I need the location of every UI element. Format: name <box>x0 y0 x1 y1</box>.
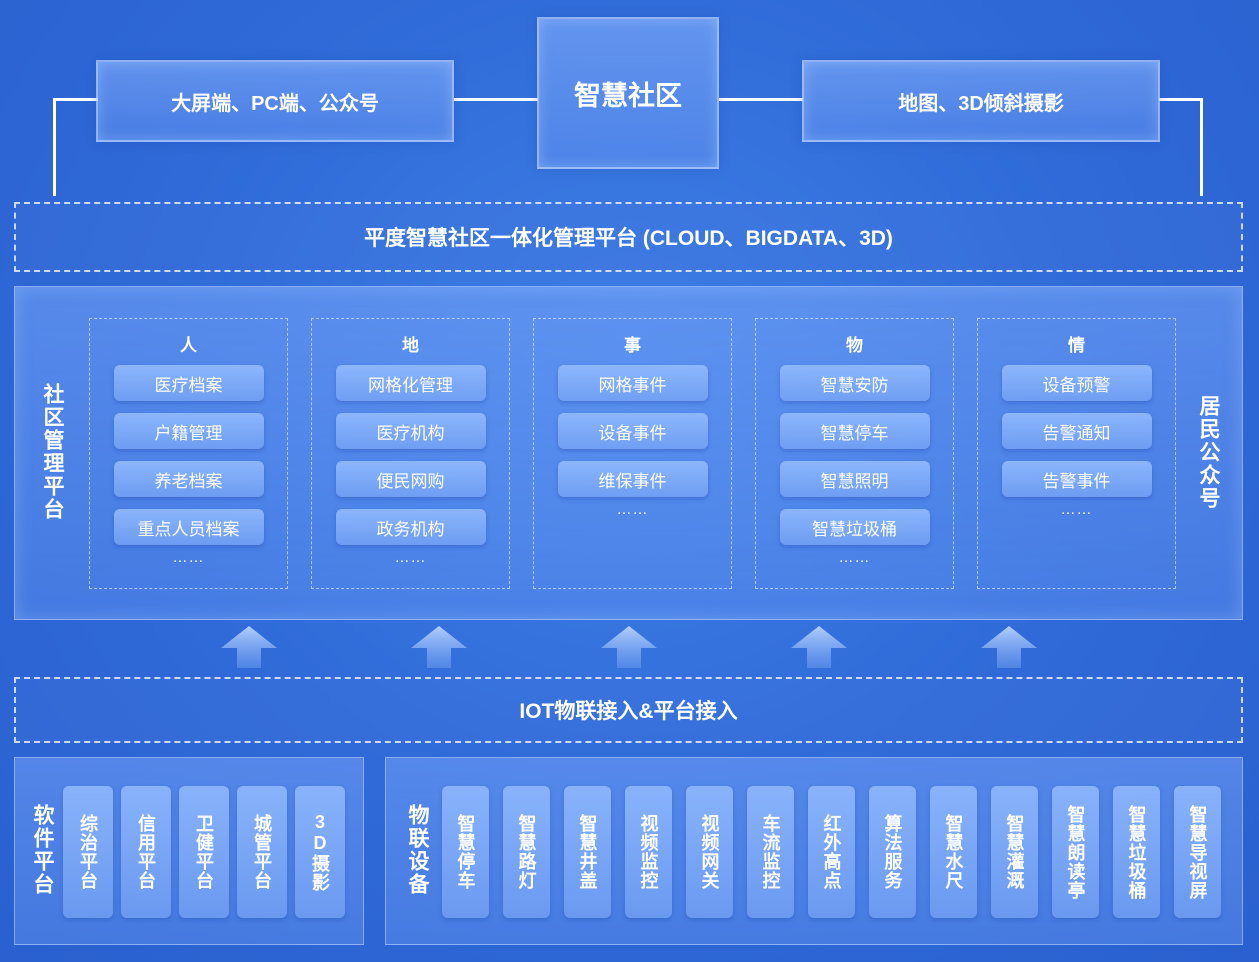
column-place: 地 网格化管理 医疗机构 便民网购 政务机构 …… <box>311 318 510 589</box>
connector-right-vertical <box>1200 98 1203 196</box>
connector-left-vertical <box>53 98 56 196</box>
list-item[interactable]: 医疗档案 <box>113 365 264 401</box>
column-title: 情 <box>1068 336 1085 355</box>
map-3d-box: 地图、3D倾斜摄影 <box>802 60 1160 142</box>
up-arrow-icon <box>411 626 467 668</box>
list-item[interactable]: 智慧照明 <box>779 461 930 497</box>
list-item[interactable]: 重点人员档案 <box>113 509 264 545</box>
list-item[interactable]: 户籍管理 <box>113 413 264 449</box>
software-platform-panel: 软件平台 综治平台 信用平台 卫健平台 城管平台 3D摄影 <box>14 757 364 945</box>
more-ellipsis: …… <box>838 549 871 566</box>
device-tile[interactable]: 视频监控 <box>625 786 672 918</box>
device-tile[interactable]: 智慧路灯 <box>503 786 550 918</box>
device-tile[interactable]: 智慧导视屏 <box>1174 786 1221 918</box>
smart-community-title: 智慧社区 <box>574 80 682 111</box>
device-tile[interactable]: 红外高点 <box>808 786 855 918</box>
map-3d-label: 地图、3D倾斜摄影 <box>898 92 1064 115</box>
device-tile[interactable]: 车流监控 <box>747 786 794 918</box>
connector-center-right <box>719 98 803 101</box>
list-item[interactable]: 维保事件 <box>557 461 708 497</box>
list-item[interactable]: 网格事件 <box>557 365 708 401</box>
platform-band-label: 平度智慧社区一体化管理平台 (CLOUD、BIGDATA、3D) <box>364 227 893 250</box>
platform-tile[interactable]: 城管平台 <box>237 786 287 918</box>
list-item[interactable]: 设备预警 <box>1001 365 1152 401</box>
list-item[interactable]: 智慧停车 <box>779 413 930 449</box>
column-things: 物 智慧安防 智慧停车 智慧照明 智慧垃圾桶 …… <box>755 318 954 589</box>
up-arrow-icon <box>221 626 277 668</box>
device-tile[interactable]: 智慧灌溉 <box>991 786 1038 918</box>
platform-tile[interactable]: 综治平台 <box>63 786 113 918</box>
platform-tile[interactable]: 信用平台 <box>121 786 171 918</box>
column-events: 事 网格事件 设备事件 维保事件 …… <box>533 318 732 589</box>
column-people: 人 医疗档案 户籍管理 养老档案 重点人员档案 …… <box>89 318 288 589</box>
connector-left-center <box>454 98 538 101</box>
iot-band: IOT物联接入&平台接入 <box>14 677 1243 743</box>
connector-left-horizontal <box>53 98 98 101</box>
management-panel: 社区管理平台 居民公众号 人 医疗档案 户籍管理 养老档案 重点人员档案 …… … <box>14 286 1243 620</box>
device-tile[interactable]: 智慧井盖 <box>564 786 611 918</box>
list-item[interactable]: 医疗机构 <box>335 413 486 449</box>
more-ellipsis: …… <box>616 501 649 518</box>
device-tile[interactable]: 智慧垃圾桶 <box>1113 786 1160 918</box>
device-tile[interactable]: 智慧朗读亭 <box>1052 786 1099 918</box>
connector-right-horizontal <box>1159 98 1203 101</box>
device-tile[interactable]: 智慧水尺 <box>930 786 977 918</box>
community-management-label: 社区管理平台 <box>41 383 64 521</box>
platform-band: 平度智慧社区一体化管理平台 (CLOUD、BIGDATA、3D) <box>14 202 1243 272</box>
list-item[interactable]: 便民网购 <box>335 461 486 497</box>
platform-tile[interactable]: 卫健平台 <box>179 786 229 918</box>
list-item[interactable]: 设备事件 <box>557 413 708 449</box>
platform-tile[interactable]: 3D摄影 <box>295 786 345 918</box>
list-item[interactable]: 告警通知 <box>1001 413 1152 449</box>
list-item[interactable]: 政务机构 <box>335 509 486 545</box>
clients-box: 大屏端、PC端、公众号 <box>96 60 454 142</box>
smart-community-box: 智慧社区 <box>537 17 719 169</box>
up-arrow-icon <box>601 626 657 668</box>
list-item[interactable]: 网格化管理 <box>335 365 486 401</box>
more-ellipsis: …… <box>172 549 205 566</box>
clients-label: 大屏端、PC端、公众号 <box>171 92 379 115</box>
column-alerts: 情 设备预警 告警通知 告警事件 …… <box>977 318 1176 589</box>
software-platform-label: 软件平台 <box>31 804 54 896</box>
list-item[interactable]: 养老档案 <box>113 461 264 497</box>
list-item[interactable]: 智慧安防 <box>779 365 930 401</box>
column-title: 地 <box>402 336 419 355</box>
more-ellipsis: …… <box>1060 501 1093 518</box>
up-arrow-icon <box>981 626 1037 668</box>
resident-account-label: 居民公众号 <box>1197 394 1220 510</box>
up-arrow-icon <box>791 626 847 668</box>
iot-device-panel: 物联设备 智慧停车 智慧路灯 智慧井盖 视频监控 视频网关 车流监控 红外高点 … <box>385 757 1243 945</box>
iot-band-label: IOT物联接入&平台接入 <box>519 700 738 723</box>
iot-device-label: 物联设备 <box>406 804 429 896</box>
list-item[interactable]: 智慧垃圾桶 <box>779 509 930 545</box>
device-tile[interactable]: 视频网关 <box>686 786 733 918</box>
list-item[interactable]: 告警事件 <box>1001 461 1152 497</box>
column-title: 物 <box>846 336 863 355</box>
device-tile[interactable]: 智慧停车 <box>442 786 489 918</box>
column-title: 事 <box>624 336 641 355</box>
column-title: 人 <box>180 336 197 355</box>
device-tile[interactable]: 算法服务 <box>869 786 916 918</box>
more-ellipsis: …… <box>394 549 427 566</box>
